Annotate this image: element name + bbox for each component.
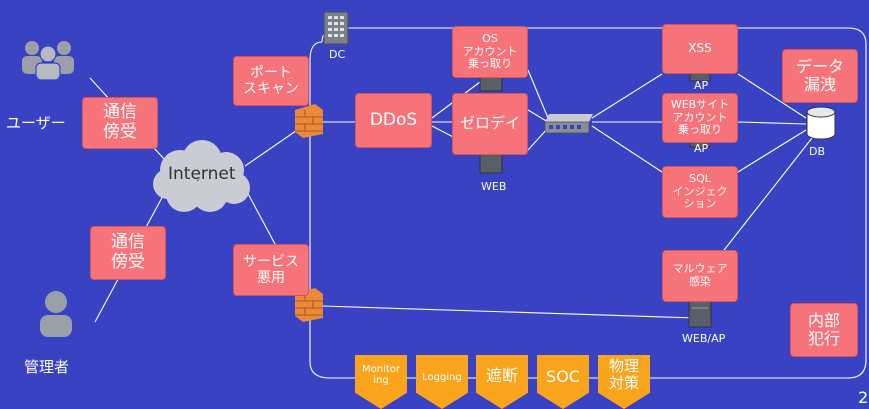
cloud-icon <box>153 140 250 212</box>
threat-sql-injection: SQL インジェク ション <box>662 166 738 218</box>
web-label: WEB <box>481 180 507 193</box>
ap1-db-line <box>737 73 807 119</box>
internet-label: Internet <box>168 164 236 184</box>
server-icon <box>688 300 712 328</box>
admin-icon <box>40 291 72 337</box>
threat-os-account: OS アカウント 乗っ取り <box>452 26 528 78</box>
threat-eavesdrop-admin: 通信 傍受 <box>90 226 166 280</box>
threat-xss: XSS <box>662 24 738 74</box>
threat-service-abuse: サービス 悪用 <box>233 244 309 296</box>
database-icon <box>806 106 836 140</box>
os-switch-line <box>527 69 549 119</box>
threat-data-leak: データ 漏洩 <box>782 49 858 103</box>
firewall-icon <box>295 104 323 138</box>
switch-ap3-line <box>591 125 663 173</box>
fw2-webap-line <box>321 305 697 319</box>
threat-ddos: DDoS <box>355 93 432 148</box>
db-label: DB <box>809 145 826 158</box>
ap-label: AP <box>694 79 709 92</box>
web-switch-line <box>527 109 549 123</box>
admin-label: 管理者 <box>24 358 70 376</box>
threat-web-account: WEBサイト アカウント 乗っ取り <box>662 93 738 143</box>
ap3-db-line <box>737 129 807 173</box>
firewall-icon <box>295 288 323 322</box>
users-icon <box>22 41 74 80</box>
switch-icon <box>545 114 593 134</box>
webap-db-line <box>709 137 813 269</box>
threat-eavesdrop-user: 通信 傍受 <box>82 97 158 149</box>
threat-port-scan: ポート スキャン <box>233 56 309 106</box>
threat-insider: 内部 犯行 <box>790 303 858 357</box>
ap2-db-line <box>737 121 807 125</box>
webap-label: WEB/AP <box>682 332 726 345</box>
dc-label: DC <box>329 48 346 61</box>
corner-number: 2 <box>858 388 869 407</box>
threat-zero-day: ゼロデイ <box>452 93 528 155</box>
datacenter-icon <box>323 11 349 45</box>
ap-label: AP <box>694 142 709 155</box>
switch-ap1-line <box>591 73 663 119</box>
user-label: ユーザー <box>6 114 66 132</box>
threat-malware: マルウェア 感染 <box>662 250 738 302</box>
